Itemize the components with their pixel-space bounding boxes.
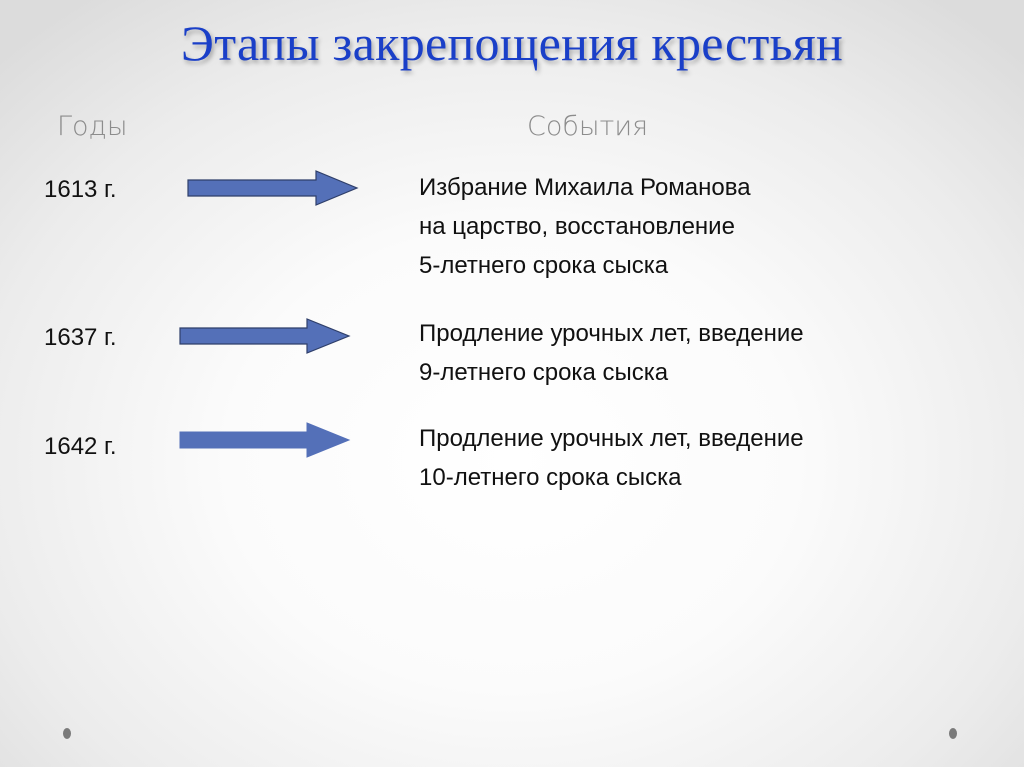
event-line: 10-летнего срока сыска <box>419 464 682 491</box>
events-column-header: События <box>527 111 649 142</box>
year-1637: 1637 г. <box>44 324 117 351</box>
right-arrow-icon <box>179 422 351 458</box>
year-1642: 1642 г. <box>44 433 117 460</box>
event-1637: Продление урочных лет, введение 9-летнег… <box>419 314 804 392</box>
decorative-dot-icon <box>63 728 71 739</box>
slide-title: Этапы закрепощения крестьян <box>180 15 844 71</box>
right-arrow-icon <box>179 318 351 354</box>
event-line: на царство, восстановление <box>419 213 735 240</box>
event-1642: Продление урочных лет, введение 10-летне… <box>419 419 804 497</box>
years-column-header: Годы <box>57 111 128 142</box>
right-arrow-icon <box>187 170 359 206</box>
event-line: 9-летнего срока сыска <box>419 359 669 386</box>
event-line: Продление урочных лет, введение <box>419 320 804 347</box>
event-line: 5-летнего срока сыска <box>419 252 669 279</box>
decorative-dot-icon <box>949 728 957 739</box>
year-1613: 1613 г. <box>44 176 117 203</box>
event-line: Избрание Михаила Романова <box>419 174 751 201</box>
event-1613: Избрание Михаила Романова на царство, во… <box>419 168 751 285</box>
event-line: Продление урочных лет, введение <box>419 425 804 452</box>
